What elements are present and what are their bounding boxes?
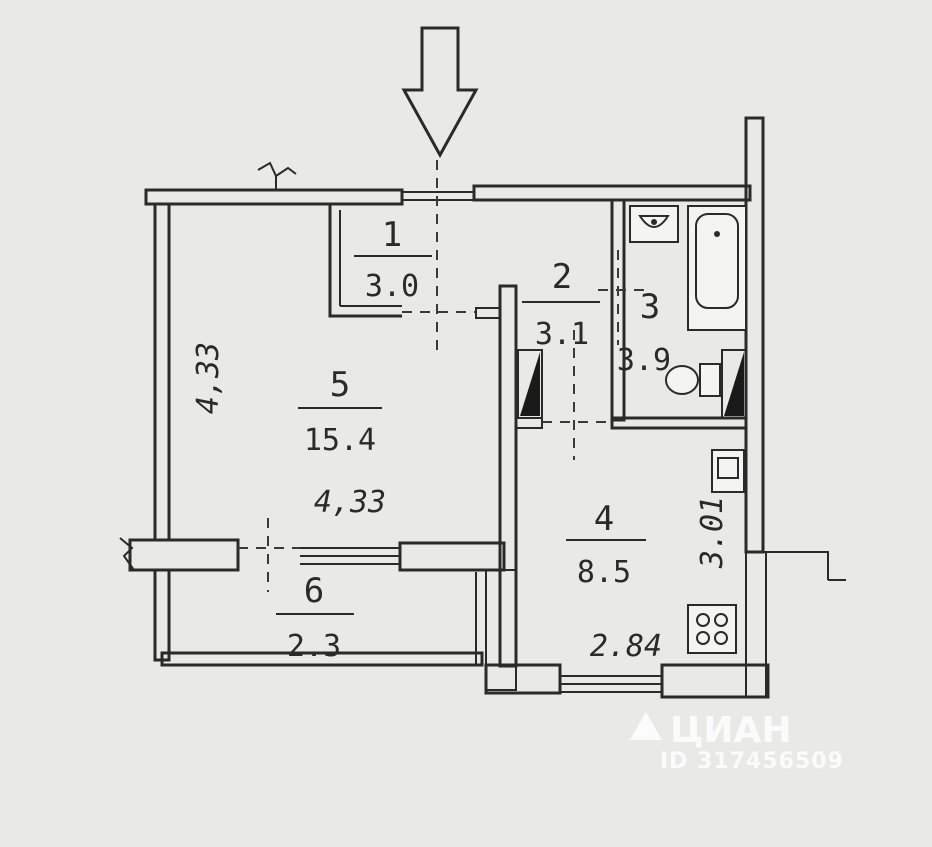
watermark-id: ID 317456509 bbox=[660, 749, 844, 774]
watermark-brand: ЦИАН bbox=[670, 710, 792, 751]
room-label-2: 2 3.1 bbox=[522, 257, 600, 352]
wall-hall-stub bbox=[515, 417, 543, 429]
wall-interior-lower bbox=[485, 569, 517, 691]
shaft-left-fill bbox=[520, 352, 540, 416]
bathtub-icon bbox=[687, 205, 747, 331]
wall-bathroom-bottom bbox=[610, 416, 748, 430]
wall-kitchen-bottom-right bbox=[660, 663, 770, 699]
watermark: ЦИАН ID 317456509 bbox=[630, 710, 844, 774]
wall-right-stub bbox=[746, 551, 829, 580]
wall-top-left bbox=[144, 188, 404, 206]
room-label-5: 5 15.4 bbox=[298, 365, 382, 458]
room-number: 5 bbox=[330, 365, 350, 405]
wall-kitchen-right bbox=[745, 551, 767, 698]
wall-left-upper bbox=[153, 202, 171, 542]
room-number: 2 bbox=[552, 257, 572, 297]
room-number: 6 bbox=[304, 571, 324, 611]
room-area: 15.4 bbox=[304, 423, 376, 458]
wall-right bbox=[744, 116, 765, 554]
stove-icon bbox=[687, 604, 737, 654]
cian-logo-icon bbox=[630, 712, 662, 740]
wall-top-right bbox=[472, 184, 752, 202]
room-area: 8.5 bbox=[577, 555, 631, 590]
wall-bathroom-left bbox=[610, 198, 626, 422]
washbasin-icon bbox=[629, 205, 679, 243]
room-label-3: 3 3.9 bbox=[617, 287, 671, 378]
room-label-6: 6 2.3 bbox=[276, 571, 354, 664]
dimension-kitchen-width: 2.84 bbox=[590, 629, 662, 664]
toilet-icon bbox=[665, 363, 721, 397]
wall-loggia-bottom bbox=[160, 651, 484, 667]
room-area: 3.9 bbox=[617, 343, 671, 378]
kitchen-sink-icon bbox=[711, 449, 745, 493]
dimension-room5-height: 4,33 bbox=[191, 342, 226, 414]
shaft-right bbox=[721, 349, 747, 419]
entrance-arrow-icon bbox=[401, 26, 479, 159]
wall-closet bbox=[328, 204, 402, 318]
room-area: 3.1 bbox=[535, 317, 589, 352]
dimension-room5-width: 4,33 bbox=[314, 485, 386, 520]
wall-balcony-right bbox=[398, 541, 506, 572]
room-label-4: 4 8.5 bbox=[566, 499, 646, 590]
shaft-right-fill bbox=[724, 352, 744, 416]
break-mark-top bbox=[257, 161, 297, 178]
wall-balcony-left bbox=[128, 538, 240, 572]
room-area: 3.0 bbox=[365, 269, 419, 304]
shaft-left bbox=[517, 349, 543, 419]
room-label-1: 1 3.0 bbox=[354, 215, 432, 304]
walls bbox=[119, 116, 846, 699]
wall-kitchen-bottom-left bbox=[484, 663, 562, 695]
break-mark-left bbox=[119, 537, 135, 571]
room-number: 3 bbox=[640, 287, 660, 327]
wall-left-lower bbox=[153, 568, 171, 662]
room-area: 2.3 bbox=[287, 629, 341, 664]
wall-closet-stub bbox=[475, 307, 501, 319]
dimension-kitchen-height: 3.01 bbox=[695, 496, 730, 569]
wall-interior-vertical bbox=[498, 284, 518, 668]
room-number: 1 bbox=[382, 215, 402, 255]
room-number: 4 bbox=[594, 499, 614, 539]
